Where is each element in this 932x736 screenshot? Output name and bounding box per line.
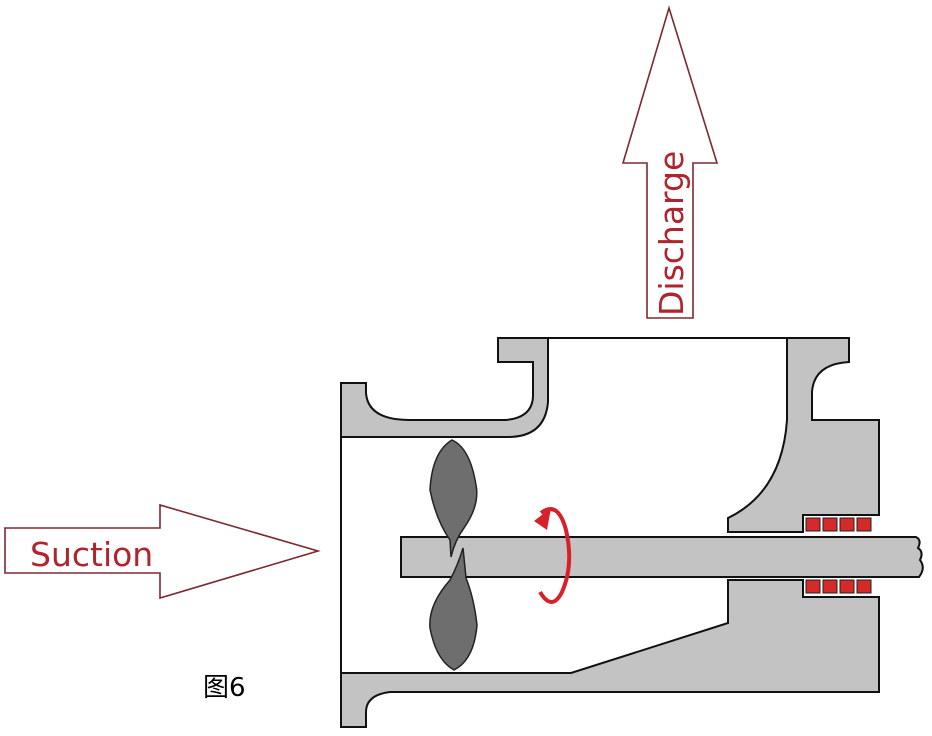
discharge-arrow: Discharge [621, 5, 719, 319]
impeller-blade-lower [429, 547, 478, 671]
suction-label: Suction [30, 535, 153, 574]
rotation-arrow-icon [534, 507, 572, 604]
impeller-blade-upper [429, 439, 478, 558]
shaft [400, 536, 924, 578]
suction-arrow: Suction [4, 503, 321, 600]
upper-right-casing [727, 337, 880, 533]
upper-left-casing [340, 337, 549, 438]
packing-upper [805, 517, 872, 532]
lower-casing [340, 579, 880, 728]
packing-lower [805, 579, 872, 594]
figure-label: 图6 [203, 673, 246, 703]
discharge-label: Discharge [652, 151, 691, 316]
